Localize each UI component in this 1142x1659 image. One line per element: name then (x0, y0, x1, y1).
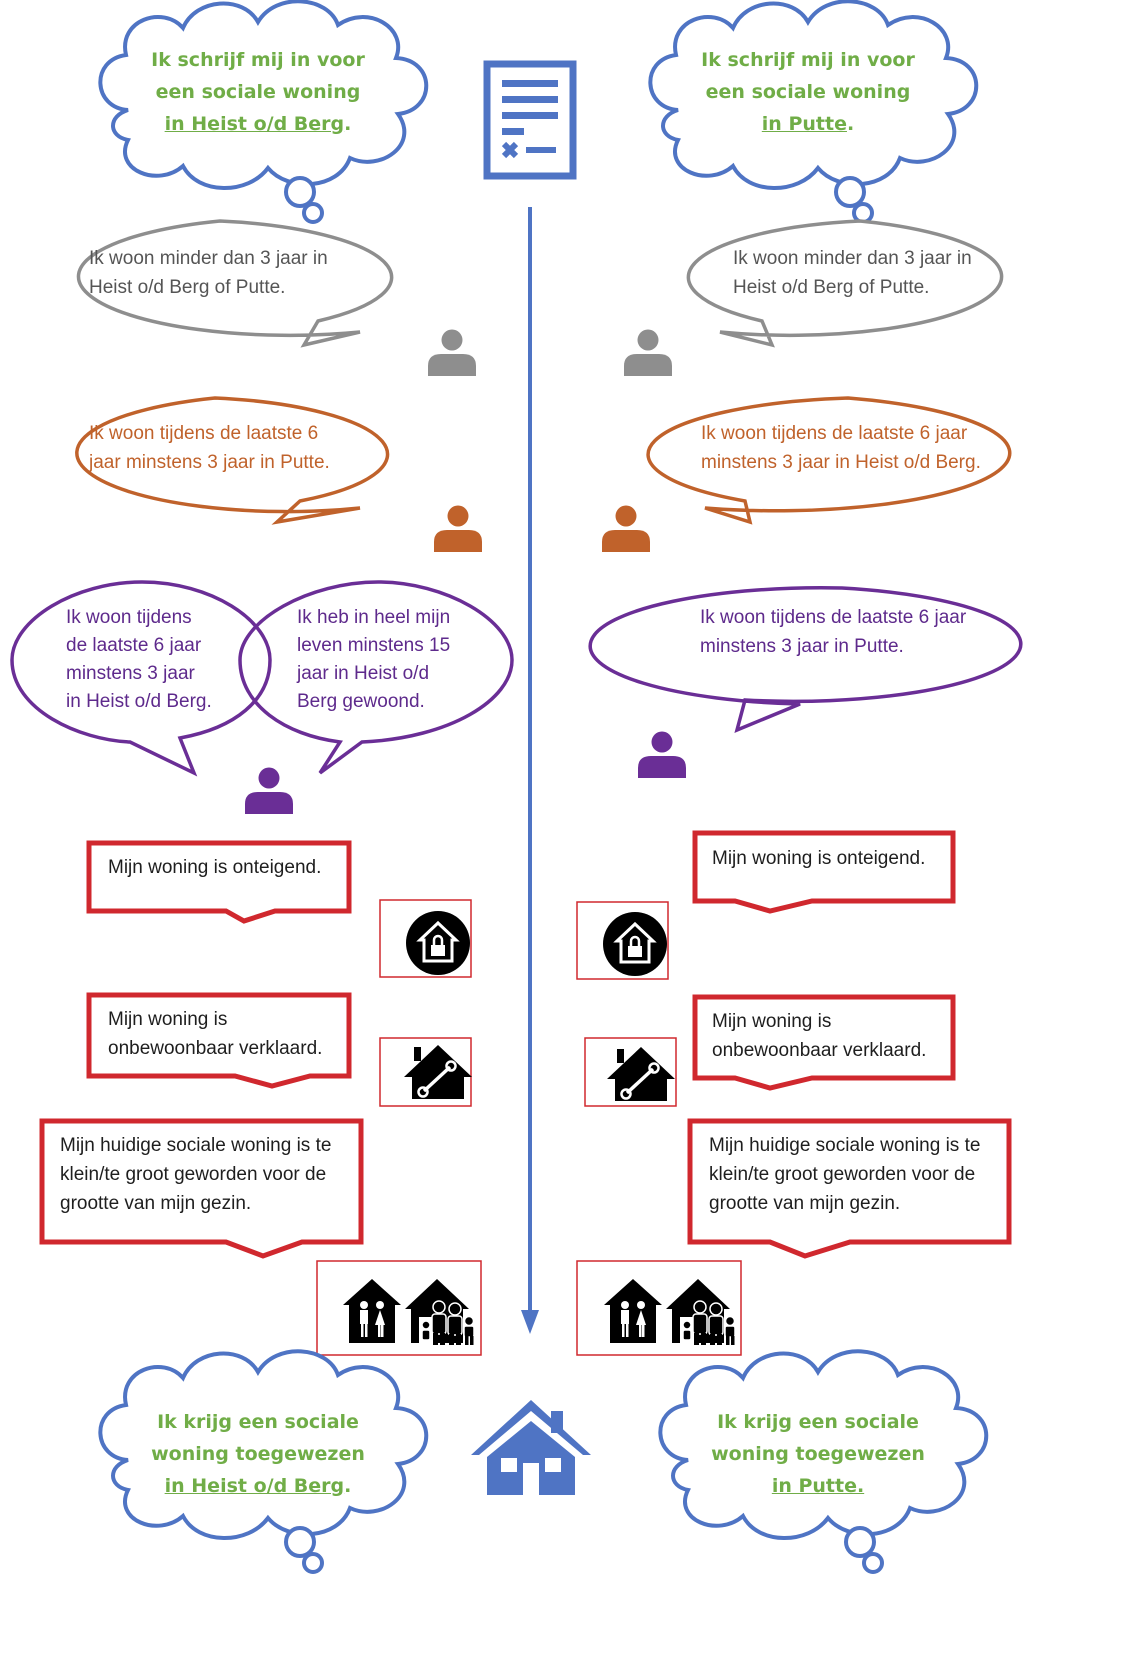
cloud-line: woning toegewezen (151, 1443, 365, 1465)
text-line: Berg gewoond. (297, 691, 425, 712)
document-icon (483, 60, 577, 180)
person-icon-gray-left (428, 329, 476, 376)
family-house-icon (316, 1260, 482, 1356)
text-line: Mijn woning is (108, 1009, 228, 1030)
place-link: in Putte (761, 113, 847, 135)
purple-bubble-right-text: Ik woon tijdens de laatste 6 jaar minste… (700, 603, 966, 661)
orange-bubble-right (646, 396, 1012, 525)
text-line: Heist o/d Berg of Putte. (89, 277, 286, 298)
cloud-top-left-text: Ik schrijf mij in voor een sociale wonin… (148, 44, 368, 140)
orange-bubble-right-text: Ik woon tijdens de laatste 6 jaar minste… (701, 419, 981, 477)
purple-bubble-right (588, 586, 1023, 733)
text-line: Mijn huidige sociale woning is te (709, 1135, 981, 1156)
text-line: minstens 3 jaar (66, 663, 195, 684)
orange-bubble-left-text: Ik woon tijdens de laatste 6 jaar minste… (89, 419, 330, 477)
red-callout-uninhabitable-right (692, 994, 956, 1091)
text-line: de laatste 6 jaar (66, 635, 202, 656)
cloud-line: woning toegewezen (711, 1443, 925, 1465)
place-end: . (344, 1475, 352, 1497)
purple-bubble-left-a (10, 580, 272, 777)
locked-house-icon (379, 899, 472, 978)
place-link: in Heist o/d Berg (164, 113, 345, 135)
red-callout-household-left (39, 1118, 364, 1259)
house-icon (471, 1400, 591, 1495)
text-line: onbewoonbaar verklaard. (108, 1038, 323, 1059)
purple-bubble-left-a-text: Ik woon tijdens de laatste 6 jaar minste… (66, 604, 212, 716)
text-line: Mijn woning is (712, 1011, 832, 1032)
gray-bubble-left (76, 219, 394, 348)
cloud-line: Ik schrijf mij in voor (701, 49, 915, 71)
red-callout-household-right (687, 1118, 1012, 1259)
text-line: jaar in Heist o/d (297, 663, 430, 684)
cloud-bottom-left-text: Ik krijg een sociale woning toegewezen i… (146, 1406, 370, 1502)
text-line: grootte van mijn gezin. (60, 1193, 252, 1214)
red-callout-household-left-text: Mijn huidige sociale woning is te klein/… (60, 1131, 331, 1218)
house-repair-icon (584, 1037, 677, 1107)
person-icon-purple-right (638, 731, 686, 778)
text-line: Ik woon tijdens de laatste 6 jaar (701, 423, 968, 444)
cloud-line: Ik krijg een sociale (157, 1411, 359, 1433)
text-line: Ik woon minder dan 3 jaar in (89, 248, 328, 269)
person-icon-orange-left (434, 505, 482, 552)
text-line: minstens 3 jaar in Putte. (700, 636, 904, 657)
gray-bubble-right-text: Ik woon minder dan 3 jaar in Heist o/d B… (733, 244, 972, 302)
place-link: in Putte. (771, 1475, 865, 1497)
cloud-line: een sociale woning (705, 81, 911, 103)
purple-bubble-left-b (238, 580, 514, 775)
cloud-bottom-right-text: Ik krijg een sociale woning toegewezen i… (706, 1406, 930, 1502)
person-icon-gray-right (624, 329, 672, 376)
purple-bubble-left-b-text: Ik heb in heel mijn leven minstens 15 ja… (297, 604, 450, 716)
text-line: leven minstens 15 (297, 635, 451, 656)
cloud-line: een sociale woning (155, 81, 361, 103)
cloud-top-right-text: Ik schrijf mij in voor een sociale wonin… (698, 44, 918, 140)
red-callout-expropriated-left-text: Mijn woning is onteigend. (108, 857, 322, 878)
cloud-place-line: in Putte. (698, 108, 918, 140)
cloud-line: Ik krijg een sociale (717, 1411, 919, 1433)
family-house-icon (576, 1260, 742, 1356)
text-line: Ik woon tijdens (66, 607, 192, 628)
house-repair-icon (379, 1037, 474, 1107)
red-callout-uninhabitable-right-text: Mijn woning is onbewoonbaar verklaard. (712, 1007, 926, 1065)
text-line: jaar minstens 3 jaar in Putte. (89, 452, 330, 473)
gray-bubble-left-text: Ik woon minder dan 3 jaar in Heist o/d B… (89, 244, 328, 302)
text-line: Ik woon tijdens de laatste 6 (89, 423, 319, 444)
gray-bubble-right (686, 219, 1004, 348)
text-line: minstens 3 jaar in Heist o/d Berg. (701, 452, 981, 473)
red-callout-expropriated-right (692, 830, 956, 914)
timeline-arrow (521, 207, 539, 1334)
text-line: Ik woon tijdens de laatste 6 jaar (700, 607, 967, 628)
text-line: onbewoonbaar verklaard. (712, 1040, 927, 1061)
cloud-place-line: in Putte. (706, 1470, 930, 1502)
red-callout-uninhabitable-left-text: Mijn woning is onbewoonbaar verklaard. (108, 1005, 322, 1063)
text-line: in Heist o/d Berg. (66, 691, 212, 712)
red-callout-expropriated-right-text: Mijn woning is onteigend. (712, 848, 926, 869)
place-end: . (846, 113, 855, 135)
text-line: klein/te groot geworden voor de (60, 1164, 327, 1185)
text-line: Ik heb in heel mijn (297, 607, 451, 628)
red-callout-uninhabitable-left (86, 992, 352, 1089)
locked-house-icon (576, 901, 669, 980)
cloud-place-line: in Heist o/d Berg. (146, 1470, 370, 1502)
text-line: grootte van mijn gezin. (709, 1193, 901, 1214)
person-icon-purple-left (245, 767, 293, 814)
orange-bubble-left (75, 396, 390, 525)
red-callout-household-right-text: Mijn huidige sociale woning is te klein/… (709, 1131, 980, 1218)
text-line: Ik woon minder dan 3 jaar in (733, 248, 972, 269)
cloud-place-line: in Heist o/d Berg. (148, 108, 368, 140)
text-line: klein/te groot geworden voor de (709, 1164, 976, 1185)
cloud-line: Ik schrijf mij in voor (151, 49, 365, 71)
place-end: . (344, 113, 352, 135)
person-icon-orange-right (602, 505, 650, 552)
place-link: in Heist o/d Berg (164, 1475, 345, 1497)
text-line: Mijn huidige sociale woning is te (60, 1135, 332, 1156)
text-line: Heist o/d Berg of Putte. (733, 277, 930, 298)
red-callout-expropriated-left (86, 840, 352, 924)
